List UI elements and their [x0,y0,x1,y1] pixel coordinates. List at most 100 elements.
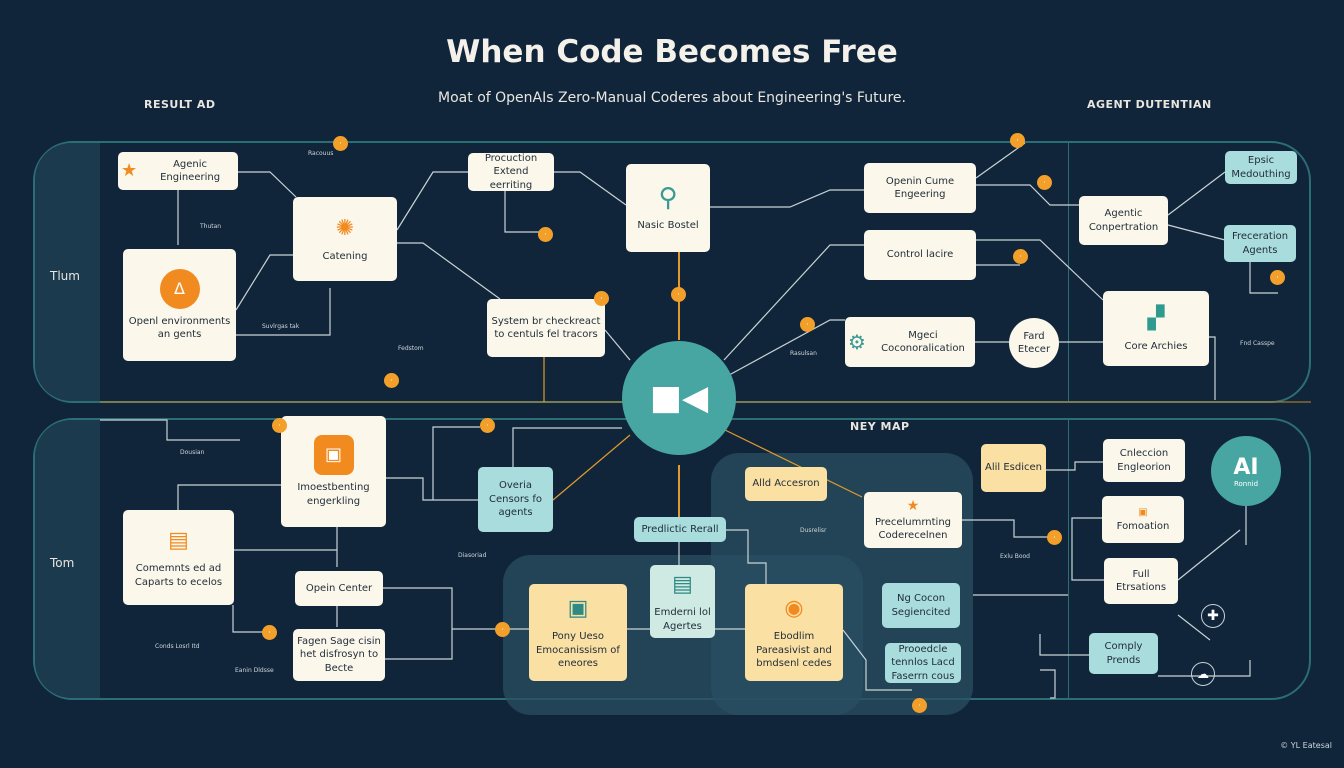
top-lane-column [35,143,100,401]
node-production[interactable]: Procuction Extend eerriting [468,153,554,191]
node-freceration[interactable]: Freceration Agents [1224,225,1296,262]
connector-dot: · [1037,175,1052,190]
node-catening[interactable]: ✺ Catening [293,197,397,281]
node-label: Imoestbenting engerkling [297,482,370,507]
node-cnleccion[interactable]: Cnleccion Engleorion [1103,439,1185,482]
node-pony[interactable]: ▣Pony Ueso Emocanissism of eneores [529,584,627,681]
connector-dot: · [1013,249,1028,264]
node-label: Emderni lol Agertes [654,607,711,632]
gear-icon: Δ [159,268,200,309]
node-label: System br checkreact to centuls fel trac… [491,315,601,341]
node-epsic[interactable]: Epsic Medouthing [1225,151,1297,184]
page-title: When Code Becomes Free [446,34,898,70]
annotation: Thutan [200,223,222,230]
annotation: Suvlrgas tak [262,323,300,330]
node-precel[interactable]: ★Precelumrnting Coderecelnen [864,492,962,548]
node-alld[interactable]: Alld Accesron [745,467,827,501]
gear-icon: ⚙ [848,329,866,354]
annotation: Dusrelisr [800,527,827,534]
node-predlictic[interactable]: Predlictic Rerall [634,517,726,542]
connector-dot: · [1010,133,1025,148]
node-label: Agentic Conpertration [1088,208,1159,233]
node-fagen[interactable]: Fagen Sage cisin het disfrosyn to Becte [293,629,385,681]
node-system[interactable]: System br checkreact to centuls fel trac… [487,299,605,357]
divider [1068,143,1069,401]
node-comemnts[interactable]: ▤Comemnts ed ad Caparts to ecelos [123,510,234,605]
ai-label: AI [1233,454,1259,480]
divider [1068,420,1069,698]
node-ebodlim[interactable]: ◉ Ebodlim Pareasivist and bmdsenl cedes [745,584,843,681]
annotation: Racouus [308,150,334,157]
star-icon: ★ [121,159,138,181]
node-full[interactable]: Full Etrsations [1104,558,1178,604]
document-icon: ▤ [168,528,189,554]
node-agentic-comp[interactable]: Agentic Conpertration [1079,196,1168,245]
plus-icon[interactable]: ✚ [1201,604,1225,628]
node-fard-etecer[interactable]: Fard Etecer [1009,318,1059,368]
node-mgeci[interactable]: ⚙ Mgeci Coconoralication [845,317,975,367]
page-subtitle: Moat of OpenAIs Zero-Manual Coderes abou… [438,90,906,106]
node-agentic-engineering[interactable]: ★ Agenic Engineering [118,152,238,190]
node-label: Predlictic Rerall [641,523,719,535]
node-label: Ng Cocon Segiencited [891,593,951,618]
node-label: Ebodlim Pareasivist and bmdsenl cedes [756,631,832,670]
node-label: Precelumrnting Coderecelnen [874,516,952,542]
node-label: Catening [322,251,368,263]
annotation: Rasulsan [790,350,817,357]
node-label: Openin Cume Engeering [885,175,955,201]
node-prooedcle[interactable]: Prooedcle tennlos Lacd Faserrn cous [885,643,961,683]
node-openl-environments[interactable]: Δ Openl environments an gents [123,249,236,361]
node-comply[interactable]: Comply Prends [1089,633,1158,674]
connector-dot: · [262,625,277,640]
connector-dot: · [594,291,609,306]
node-openin-center[interactable]: Opein Center [295,571,383,606]
node-alil[interactable]: Alil Esdicen [981,444,1046,492]
node-label: Core Archies [1124,340,1188,352]
node-label: Mgeci Coconoralication [881,329,965,355]
node-label: Alil Esdicen [985,462,1042,474]
book-icon: ▣ [313,435,354,475]
connector-dot: · [495,622,510,637]
lane-label-top: Tlum [50,269,80,283]
ai-sublabel: Ronnid [1233,479,1259,488]
node-label: Control lacire [886,249,954,261]
connector-dot: · [800,317,815,332]
node-label: Agenic Engineering [160,158,221,184]
node-emderni[interactable]: ▤Emderni lol Agertes [650,565,715,638]
central-hub[interactable]: ■◀ [622,341,736,455]
node-fomoation[interactable]: ▣Fomoation [1102,496,1184,543]
footer-credit: © YL Eatesal [1280,741,1332,750]
node-label: Overia Censors fo agents [489,480,542,519]
annotation: Fedstom [398,345,424,352]
node-ng[interactable]: Ng Cocon Segiencited [882,583,960,628]
node-label: Cnleccion Engleorion [1117,448,1171,473]
node-label: Opein Center [305,582,373,594]
node-control[interactable]: Control lacire [864,230,976,280]
map-label: NEY MAP [850,420,910,433]
annotation: Fnd Casspe [1240,340,1275,347]
node-label: Comply Prends [1104,641,1143,666]
clipboard-icon: ▣ [567,596,589,622]
cloud-icon[interactable]: ☁ [1191,662,1215,686]
node-openin-cume[interactable]: Openin Cume Engeering [864,163,976,213]
flag-icon: ▣ [1138,507,1148,518]
star-icon: ★ [906,498,920,515]
annotation: Diasoriad [458,552,487,559]
chat-icon: ◉ [784,596,804,622]
node-imoest[interactable]: ▣ Imoestbenting engerkling [281,416,386,527]
node-core-archies[interactable]: ▞ Core Archies [1103,291,1209,366]
node-label: Nasic Bostel [637,220,699,232]
blocks-icon: ▞ [1147,305,1165,331]
node-label: Full Etrsations [1115,568,1167,594]
node-label: Openl environments an gents [128,315,231,341]
header-left: RESULT AD [144,98,216,111]
annotation: Conds Losrl Itd [155,643,200,650]
node-label: Prooedcle tennlos Lacd Faserrn cous [891,643,955,682]
connector-dot: · [538,227,553,242]
node-overia[interactable]: Overia Censors fo agents [478,467,553,532]
connector-dot: · [912,698,927,713]
connector-dot: · [384,373,399,388]
node-nasic-bostel[interactable]: ⚲Nasic Bostel [626,164,710,252]
sun-icon: ✺ [335,216,355,242]
